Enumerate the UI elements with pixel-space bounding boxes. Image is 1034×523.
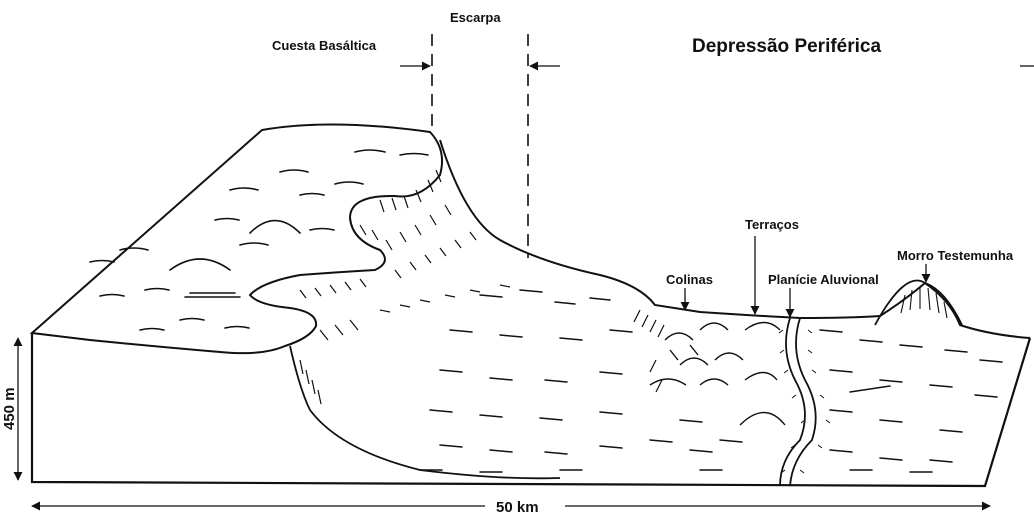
label-cuesta-basaltica: Cuesta Basáltica [272,38,377,53]
escarpment-front [290,346,560,478]
plateau-dashes [90,150,428,330]
colinas-hills [650,323,785,426]
label-height: 450 m [1,387,18,430]
label-depressao-periferica: Depressão Periférica [692,36,881,57]
label-escarpa: Escarpa [450,10,501,25]
lowland-dashes [420,290,1002,472]
label-terracos: Terraços [745,217,799,232]
label-width: 50 km [496,499,539,516]
label-morro-testemunha: Morro Testemunha [897,248,1014,263]
plateau-surface [32,124,442,353]
river [780,318,816,486]
label-colinas: Colinas [666,272,713,287]
label-planicie-aluvional: Planície Aluvional [768,272,879,287]
block-front-face [32,333,1030,486]
